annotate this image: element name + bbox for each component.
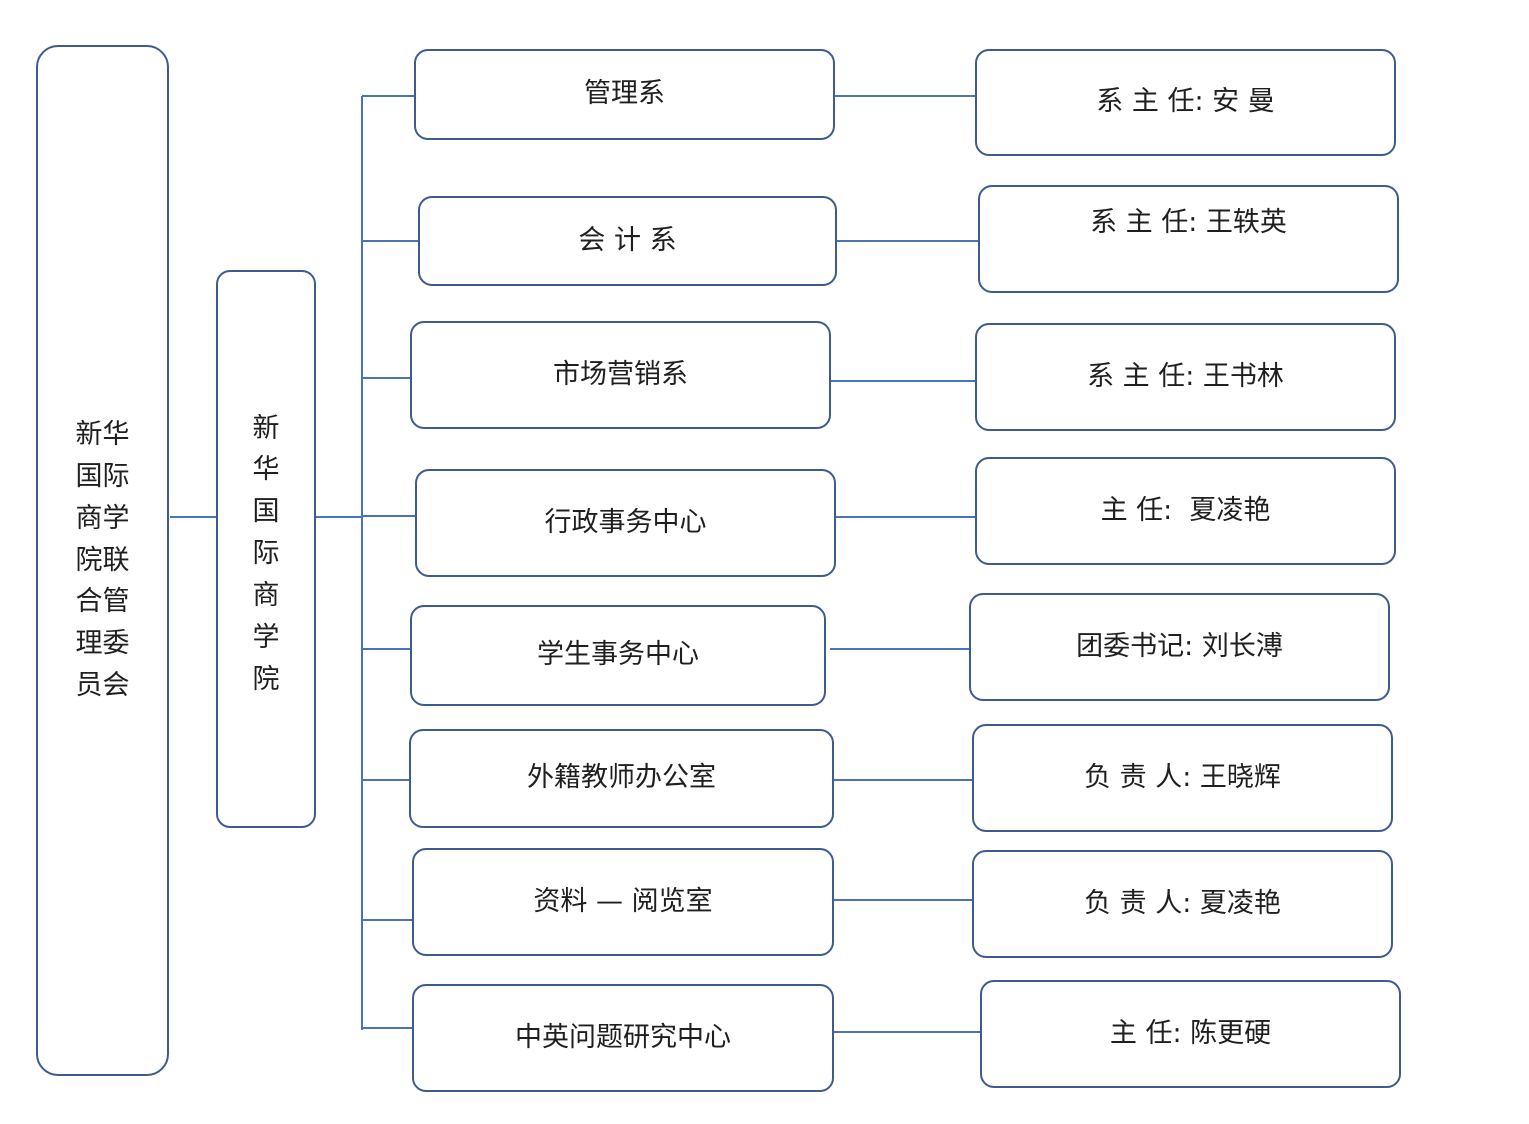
head-label: 系 主 任: 安 曼 [1096,86,1275,118]
department-box-2: 会 计 系 [418,196,837,286]
head-label: 系 主 任: 王轶英 [1090,207,1287,238]
head-box-5: 团委书记: 刘长溥 [969,593,1390,701]
head-label: 主 任: 夏凌艳 [1100,494,1271,526]
department-box-5: 学生事务中心 [410,605,826,706]
head-box-1: 系 主 任: 安 曼 [975,49,1396,156]
head-box-8: 主 任: 陈更硬 [980,980,1401,1088]
head-label: 负 责 人: 王晓辉 [1084,761,1281,793]
department-name: 资料 — 阅览室 [533,885,713,917]
department-name: 外籍教师办公室 [527,762,716,794]
head-label: 主 任: 陈更硬 [1109,1017,1272,1049]
committee-box: 新华 国际 商学 院联 合管 理委 员会 [36,45,169,1076]
head-label: 团委书记: 刘长溥 [1076,630,1283,662]
department-box-3: 市场营销系 [410,321,831,429]
school-label: 新 华 国 际 商 学 院 [252,412,280,695]
school-box: 新 华 国 际 商 学 院 [216,270,316,828]
department-box-8: 中英问题研究中心 [412,984,834,1092]
department-box-1: 管理系 [414,49,835,140]
department-name: 管理系 [584,78,665,110]
head-box-2: 系 主 任: 王轶英 [978,185,1399,293]
department-box-6: 外籍教师办公室 [409,729,834,828]
department-name: 会 计 系 [578,224,677,256]
head-label: 负 责 人: 夏凌艳 [1084,887,1281,919]
head-box-4: 主 任: 夏凌艳 [975,457,1396,565]
department-name: 学生事务中心 [537,639,699,671]
department-name: 行政事务中心 [544,506,707,538]
department-name: 中英问题研究中心 [515,1021,731,1053]
head-box-3: 系 主 任: 王书林 [975,323,1396,431]
department-box-7: 资料 — 阅览室 [412,848,834,956]
committee-label: 新华 国际 商学 院联 合管 理委 员会 [75,419,130,702]
department-box-4: 行政事务中心 [415,469,836,577]
department-name: 市场营销系 [553,358,688,390]
head-box-6: 负 责 人: 王晓辉 [972,724,1393,832]
head-label: 系 主 任: 王书林 [1087,360,1284,392]
head-box-7: 负 责 人: 夏凌艳 [972,850,1393,958]
